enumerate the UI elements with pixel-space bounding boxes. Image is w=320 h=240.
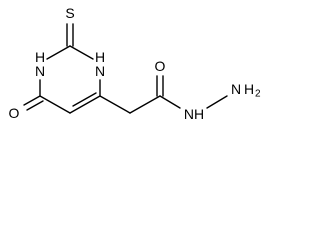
atom-terminal-h-count: 2 [255,89,261,100]
bond-co-nh [159,95,181,109]
bond-c5-c4-double [72,92,97,107]
bond-c2-n1 [46,45,71,60]
atom-nh-label: NH [184,106,204,122]
bond-c5-c4 [69,95,101,114]
atom-n3-label: N [95,63,105,79]
bond-c6-c5 [39,95,71,114]
bond-c4-ch2 [99,95,131,114]
bond-ch2-co [129,95,161,114]
atom-n1-h-label: H [35,49,45,65]
ring-carbonyl-bond [23,95,44,111]
bond-nh-nh2 [206,95,228,109]
atom-n3-h-label: H [95,49,105,65]
atom-s-label: S [65,5,74,21]
atom-n1-label: N [35,63,45,79]
ring-bonds [39,45,101,114]
bond-c2-n3 [69,45,94,60]
structure-diagram: S H N H N O O NH N H 2 [9,5,261,122]
atom-terminal-n-label: N [231,81,241,97]
atom-ring-o-label: O [9,105,20,121]
thione-bond [66,23,74,47]
atom-amide-o-label: O [155,58,166,74]
atom-terminal-h-label: H [244,81,254,97]
side-chain-bonds [99,75,228,114]
